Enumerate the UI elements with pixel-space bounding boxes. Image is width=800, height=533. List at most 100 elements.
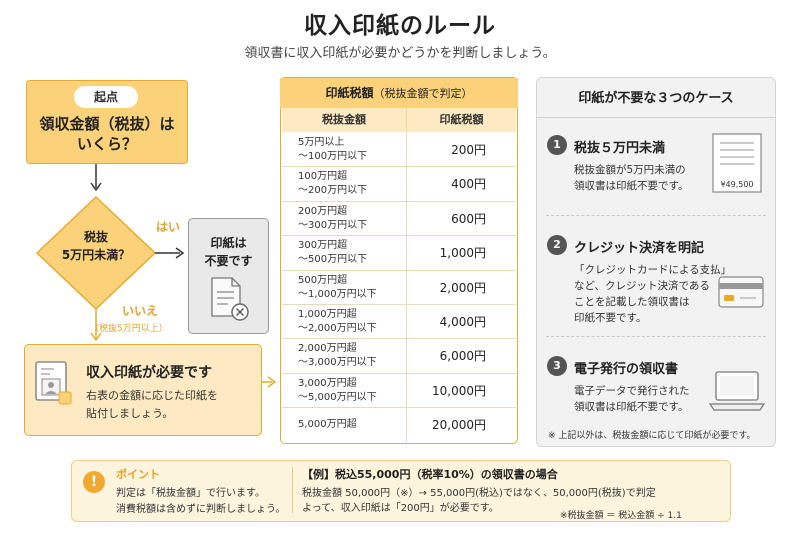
table-row-tax: 6,000円 [439,349,486,364]
arrowhead-right-icon [267,376,277,388]
receipt-amount: ¥49,500 [720,180,754,189]
table-row-divider [282,407,516,409]
exclamation-icon: ! [83,471,105,493]
table-row-range-from: 2,000万円超 [298,343,357,355]
table-row-divider [282,200,516,202]
case-3-desc-line-2: 領収書は印紙不要です。 [574,401,689,413]
table-column-divider [406,132,407,442]
need-desc-line-1: 右表の金額に応じた印紙を [86,389,218,402]
table-row-range-from: 5,000万円超 [298,419,357,431]
table-row-tax: 20,000円 [432,418,486,433]
document-cross-icon [211,277,249,321]
table-row-range-to: ～500万円以下 [298,254,368,266]
tax-table-title-sub: （税抜金額で判定） [373,87,473,100]
table-row-range: 5,000万円超 [282,418,406,432]
no-stamp-line-1: 印紙は [210,236,247,250]
table-row-range: 300万円超～500万円以下 [282,239,406,267]
case-separator [546,215,766,216]
tax-table-title-main: 印紙税額 [325,86,374,100]
table-row-tax: 600円 [451,211,486,226]
case-1-desc: 税抜金額が5万円未満の 領収書は印紙不要です。 [574,162,688,194]
case-2-desc-line-2: など、クレジット決済である [574,280,710,292]
table-row-divider [282,166,516,168]
table-row-range: 500万円超 ～1,000万円以下 [282,274,406,302]
table-row-tax: 200円 [451,143,486,157]
table-row-tax: 2,000円 [439,280,486,295]
example-title: 【例】税込55,000円（税率10%）の領収書の場合 [302,468,558,481]
table-row-range: 100万円超～200万円以下 [282,170,406,198]
case-1-title: 税抜５万円未満 [574,141,666,156]
table-row-range: 200万円超 ～300万円以下 [282,205,406,233]
table-row-tax: 4,000円 [439,315,486,329]
start-question-line-2: いくら？ [76,135,137,153]
table-row-tax: 400円 [451,177,486,192]
table-row-range: 3,000万円超 ～5,000万円以下 [282,377,406,405]
table-row-range-to: ～3,000万円以下 [298,357,377,369]
table-row-range-to: ～1,000万円以下 [298,288,377,300]
table-row-range-to: ～100万円以下 [298,151,368,162]
tax-table [280,77,518,444]
table-row-range-from: 1,000万円超 [298,309,357,320]
no-stamp-text: 印紙は 不要です [188,234,269,270]
table-row-range: 1,000万円超 ～2,000万円以下 [282,308,406,336]
no-stamp-line-2: 不要です [204,254,253,268]
table-row-range-to: ～5,000万円以下 [298,391,377,403]
example-line-2: よって、収入印紙は「200円」が必要です。 [302,503,499,514]
case-3-number: 3 [547,356,567,376]
case-2-title: クレジット決済を明記 [574,241,705,256]
table-row-range-from: 5万円以上 [298,137,345,148]
tax-table-title: 印紙税額（税抜金額で判定） [280,78,518,108]
example-line-1: 税抜金額 50,000円（※）→ 55,000円(税込)ではなく、50,000円… [302,488,656,499]
start-question-line-1: 領収金額（税抜）は [39,115,175,133]
page-title: 収入印紙のルール [304,13,496,39]
need-desc-line-2: 貼付しましょう。 [86,407,174,420]
table-row-divider [282,235,516,237]
table-row-range: 5万円以上 ～100万円以下 [282,136,406,164]
case-1-number: 1 [547,135,567,155]
table-row-divider [282,269,516,271]
start-question: 領収金額（税抜）は いくら？ [26,114,188,154]
table-row-range-from: 100万円超 [298,171,348,183]
decision-line-1: 税抜 [83,230,108,244]
cases-note: ※ 上記以外は、税抜金額に応じて印紙が必要です。 [548,431,756,441]
arrowhead-down-icon [90,182,102,192]
case-3-desc: 電子データで発行された 領収書は印紙不要です。 [574,383,690,415]
credit-card-icon [718,276,764,308]
col-header-tax: 印紙税額 [406,108,516,132]
table-row-range-to: ～300万円以下 [298,219,368,231]
case-1-desc-line-1: 税抜金額が5万円未満の [574,164,686,176]
point-line-1: 判定は「税抜金額」で行います。 [116,488,265,499]
page-subtitle: 領収書に収入印紙が必要かどうかを判断しましょう。 [244,46,556,61]
cases-title: 印紙が不要な３つのケース [578,91,734,106]
need-stamp-title: 収入印紙が必要です [86,365,212,381]
case-2-desc-line-3: ことを記載した領収書は [574,296,690,308]
example-formula: ※税抜金額 ＝ 税込金額 ÷ 1.1 [560,511,682,521]
case-separator [546,336,766,337]
arrowhead-down-icon [90,332,102,342]
table-row-tax: 10,000円 [432,383,486,398]
case-2-desc-line-1: 「クレジットカードによる支払」 [574,264,732,276]
laptop-icon [708,371,766,411]
table-row-tax: 1,000円 [439,246,486,261]
arrowhead-right-icon [175,247,185,259]
case-3-title: 電子発行の領収書 [574,362,679,377]
point-divider [292,467,293,513]
start-badge: 起点 [74,86,138,108]
case-2-desc-line-4: 印紙不要です。 [574,312,647,324]
point-title: ポイント [116,468,160,481]
decision-line-2: 5万円未満？ [61,248,131,262]
table-row-range-from: 200万円超 [298,205,348,217]
case-2-desc: 「クレジットカードによる支払」 など、クレジット決済である ことを記載した領収書… [574,262,731,326]
yes-label: はい [156,220,181,234]
table-row-range-to: ～2,000万円以下 [298,323,377,334]
table-row-range-from: 3,000万円超 [298,377,357,389]
table-row-range-from: 500万円超 [298,274,348,286]
receipt-icon [712,133,762,193]
col-header-range: 税抜金額 [282,108,406,132]
table-row-divider [282,372,516,374]
table-row-divider [282,304,516,305]
table-row-range: 2,000万円超 ～3,000万円以下 [282,342,406,370]
decision-label: 税抜 5万円未満？ [46,228,146,264]
case-1-desc-line-2: 領収書は印紙不要です。 [574,180,689,192]
